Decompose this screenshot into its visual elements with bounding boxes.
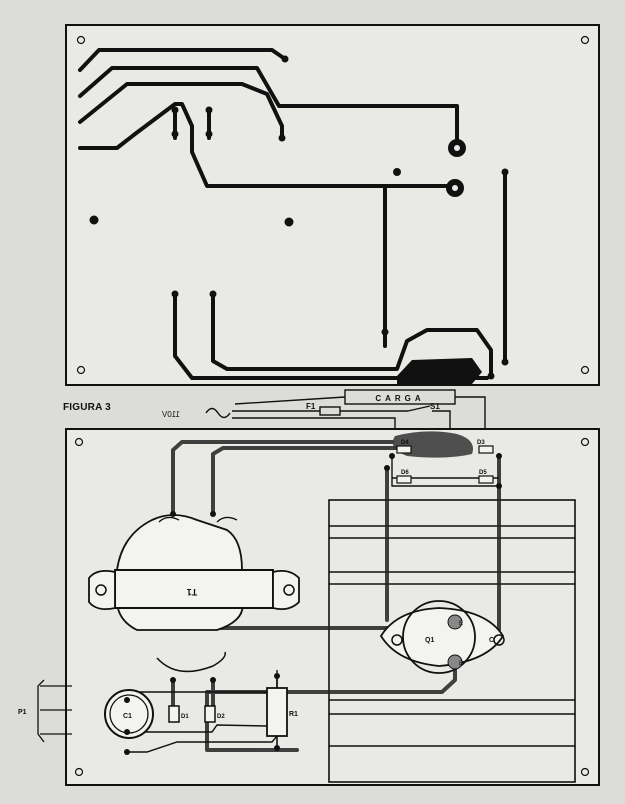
- diode5-label: D5: [479, 470, 487, 476]
- capacitor-c1: [104, 689, 154, 739]
- ac-source-symbol: [205, 407, 231, 419]
- figure-label: FIGURA 3: [63, 402, 111, 413]
- capacitor-label: C1: [123, 713, 132, 720]
- fuse-label: F1: [306, 402, 316, 411]
- ground-pour: [397, 358, 482, 384]
- pin-c-label: C: [489, 637, 494, 644]
- diode-d1: [168, 705, 180, 723]
- mains-schematic: CARGA 110V F1 S1: [161, 389, 486, 432]
- input-label: P1: [18, 709, 27, 716]
- diode3-label: D3: [477, 440, 485, 446]
- diode-d3: [478, 445, 494, 454]
- diode6-label: D6: [401, 470, 409, 476]
- fuse-symbol: [319, 406, 341, 416]
- diode-d5: [478, 475, 494, 484]
- pcb-component-side: T1 Q1 E B C C1 R1 D1 D2: [65, 428, 600, 786]
- transformer-label: T1: [187, 587, 198, 597]
- pcb-component-drawing: T1 Q1 E B C C1 R1 D1 D2: [74, 431, 590, 783]
- pin-b-label: B: [459, 661, 463, 667]
- transistor-q1: [379, 600, 505, 674]
- diode-d6: [396, 475, 412, 484]
- diode-d2: [204, 705, 216, 723]
- diode4-label: D4: [401, 440, 409, 446]
- input-leads: P1: [18, 679, 72, 743]
- switch-label: S1: [430, 402, 440, 411]
- load-label: CARGA: [375, 394, 424, 403]
- heatsink: [328, 499, 576, 783]
- transistor-label: Q1: [425, 637, 434, 644]
- resistor-r1: [266, 687, 288, 737]
- diode1-label: D1: [181, 714, 189, 720]
- pcb-top-layout: [65, 24, 600, 386]
- diode2-label: D2: [217, 714, 225, 720]
- pcb-top-traces: [76, 35, 590, 384]
- voltage-label: 110V: [161, 410, 180, 419]
- transformer-t1: [88, 514, 300, 673]
- diode-d4: [396, 445, 412, 454]
- pin-e-label: E: [459, 621, 463, 627]
- resistor-label: R1: [289, 711, 298, 718]
